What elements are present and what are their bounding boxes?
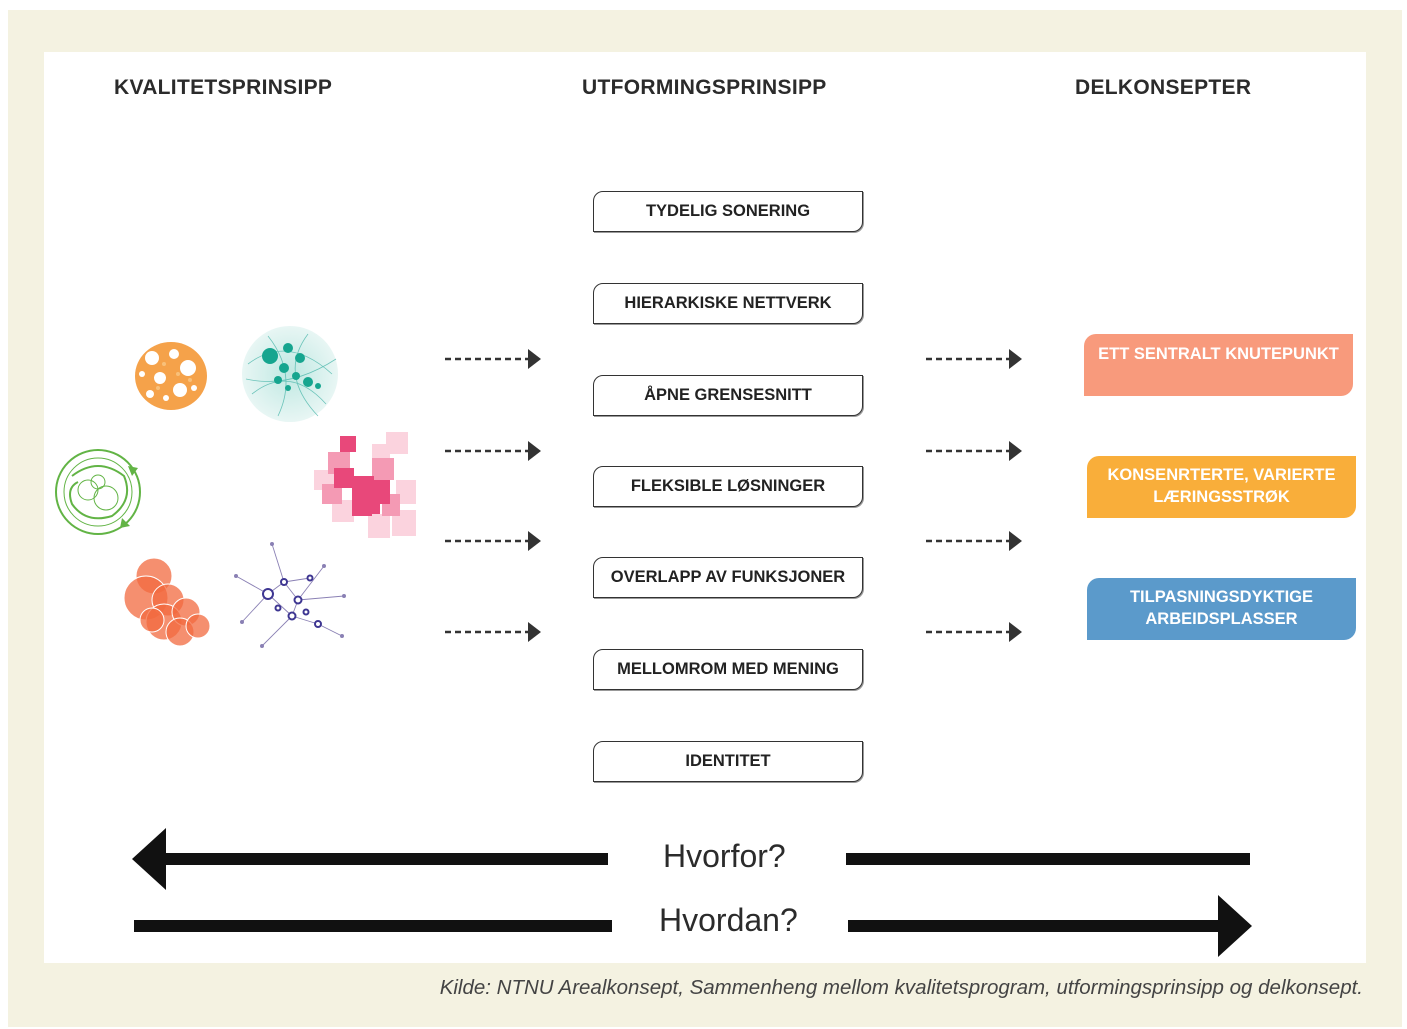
left-dashed-arrows bbox=[445, 349, 541, 642]
green-cycle-icon bbox=[55, 449, 141, 535]
principle-box: TYDELIG SONERING bbox=[593, 191, 863, 232]
why-label: Hvorfor? bbox=[663, 838, 786, 874]
principle-box: ÅPNE GRENSESNITT bbox=[593, 375, 863, 416]
principle-box: OVERLAPP AV FUNKSJONER bbox=[593, 557, 863, 598]
why-arrow-left bbox=[132, 828, 608, 890]
concept-box-laeringsstrok: KONSENRTERTE, VARIERTE LÆRINGSSTRØK bbox=[1087, 456, 1356, 518]
why-arrow-right-line bbox=[846, 853, 1250, 865]
teal-network-icon bbox=[242, 326, 338, 422]
header-delkonsepter: DELKONSEPTER bbox=[1075, 76, 1252, 99]
how-label: Hvordan? bbox=[659, 902, 798, 938]
purple-network-icon bbox=[234, 542, 346, 648]
orange-dots-circle-icon bbox=[135, 342, 207, 410]
concept-label: ETT SENTRALT KNUTEPUNKT bbox=[1098, 345, 1339, 363]
concept-label: LÆRINGSSTRØK bbox=[1153, 488, 1290, 506]
principle-box: IDENTITET bbox=[593, 741, 863, 782]
how-arrow-right bbox=[848, 895, 1252, 957]
header-utformingsprinsipp: UTFORMINGSPRINSIPP bbox=[582, 76, 827, 99]
principle-box: FLEKSIBLE LØSNINGER bbox=[593, 466, 863, 507]
concept-box-knutepunkt: ETT SENTRALT KNUTEPUNKT bbox=[1084, 334, 1353, 396]
source-caption: Kilde: NTNU Arealkonsept, Sammenheng mel… bbox=[439, 976, 1363, 999]
concept-label: TILPASNINGSDYKTIGE bbox=[1129, 588, 1314, 606]
principle-box: HIERARKISKE NETTVERK bbox=[593, 283, 863, 324]
principle-box: MELLOMROM MED MENING bbox=[593, 649, 863, 690]
header-kvalitetsprinsipp: KVALITETSPRINSIPP bbox=[114, 76, 333, 99]
concept-box-arbeidsplasser: TILPASNINGSDYKTIGE ARBEIDSPLASSER bbox=[1087, 578, 1356, 640]
red-circles-icon bbox=[123, 557, 211, 647]
concept-label: KONSENRTERTE, VARIERTE bbox=[1107, 466, 1336, 484]
how-arrow-left-line bbox=[134, 920, 612, 932]
pink-squares-icon bbox=[314, 432, 416, 538]
right-dashed-arrows bbox=[926, 349, 1022, 642]
concept-label: ARBEIDSPLASSER bbox=[1145, 610, 1298, 628]
